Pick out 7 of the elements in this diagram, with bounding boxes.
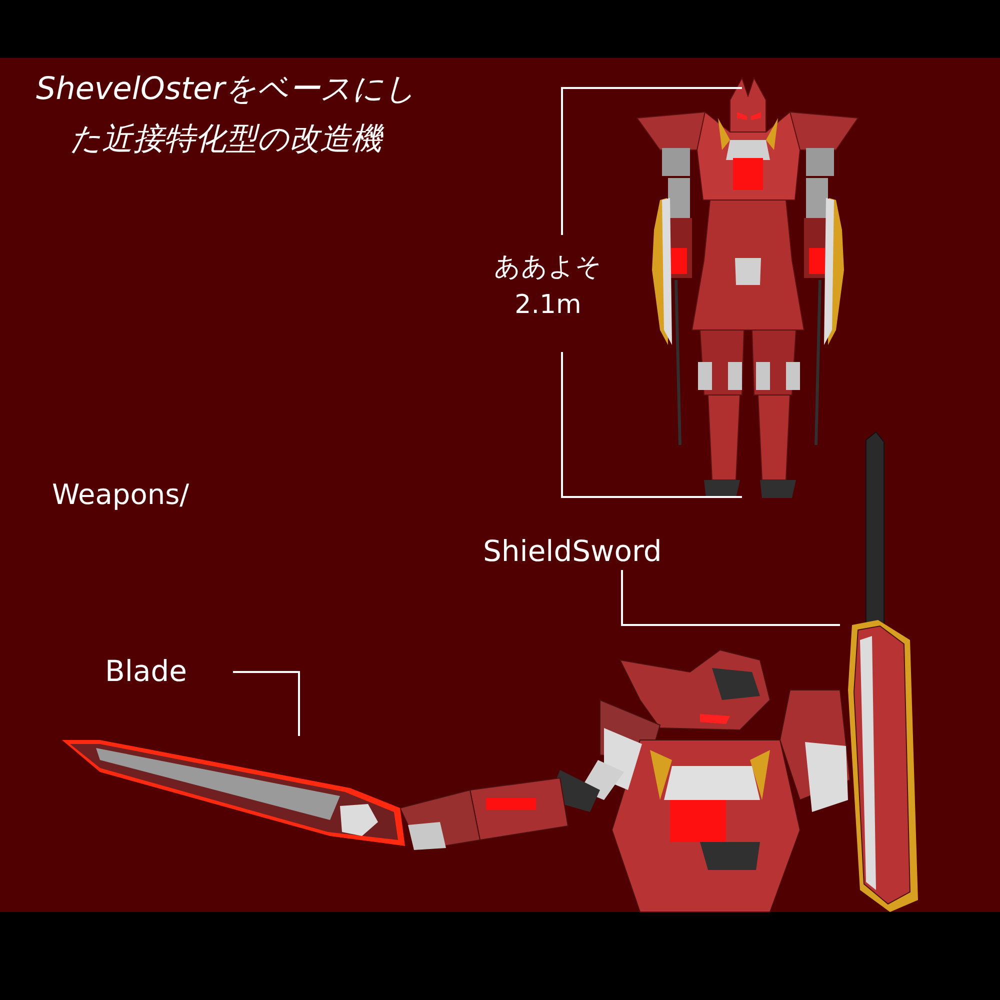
part-label: Blade (105, 651, 233, 691)
leader-line (621, 570, 840, 626)
leader-line (233, 671, 300, 736)
heading-text: ShevelOsterをベースにした近接特化型の改造機 (36, 70, 416, 159)
part-label: ShieldSword (483, 532, 708, 570)
dimension-label: ああよそ 2.1m (493, 251, 603, 322)
section-heading: Weapons/ (52, 477, 190, 513)
